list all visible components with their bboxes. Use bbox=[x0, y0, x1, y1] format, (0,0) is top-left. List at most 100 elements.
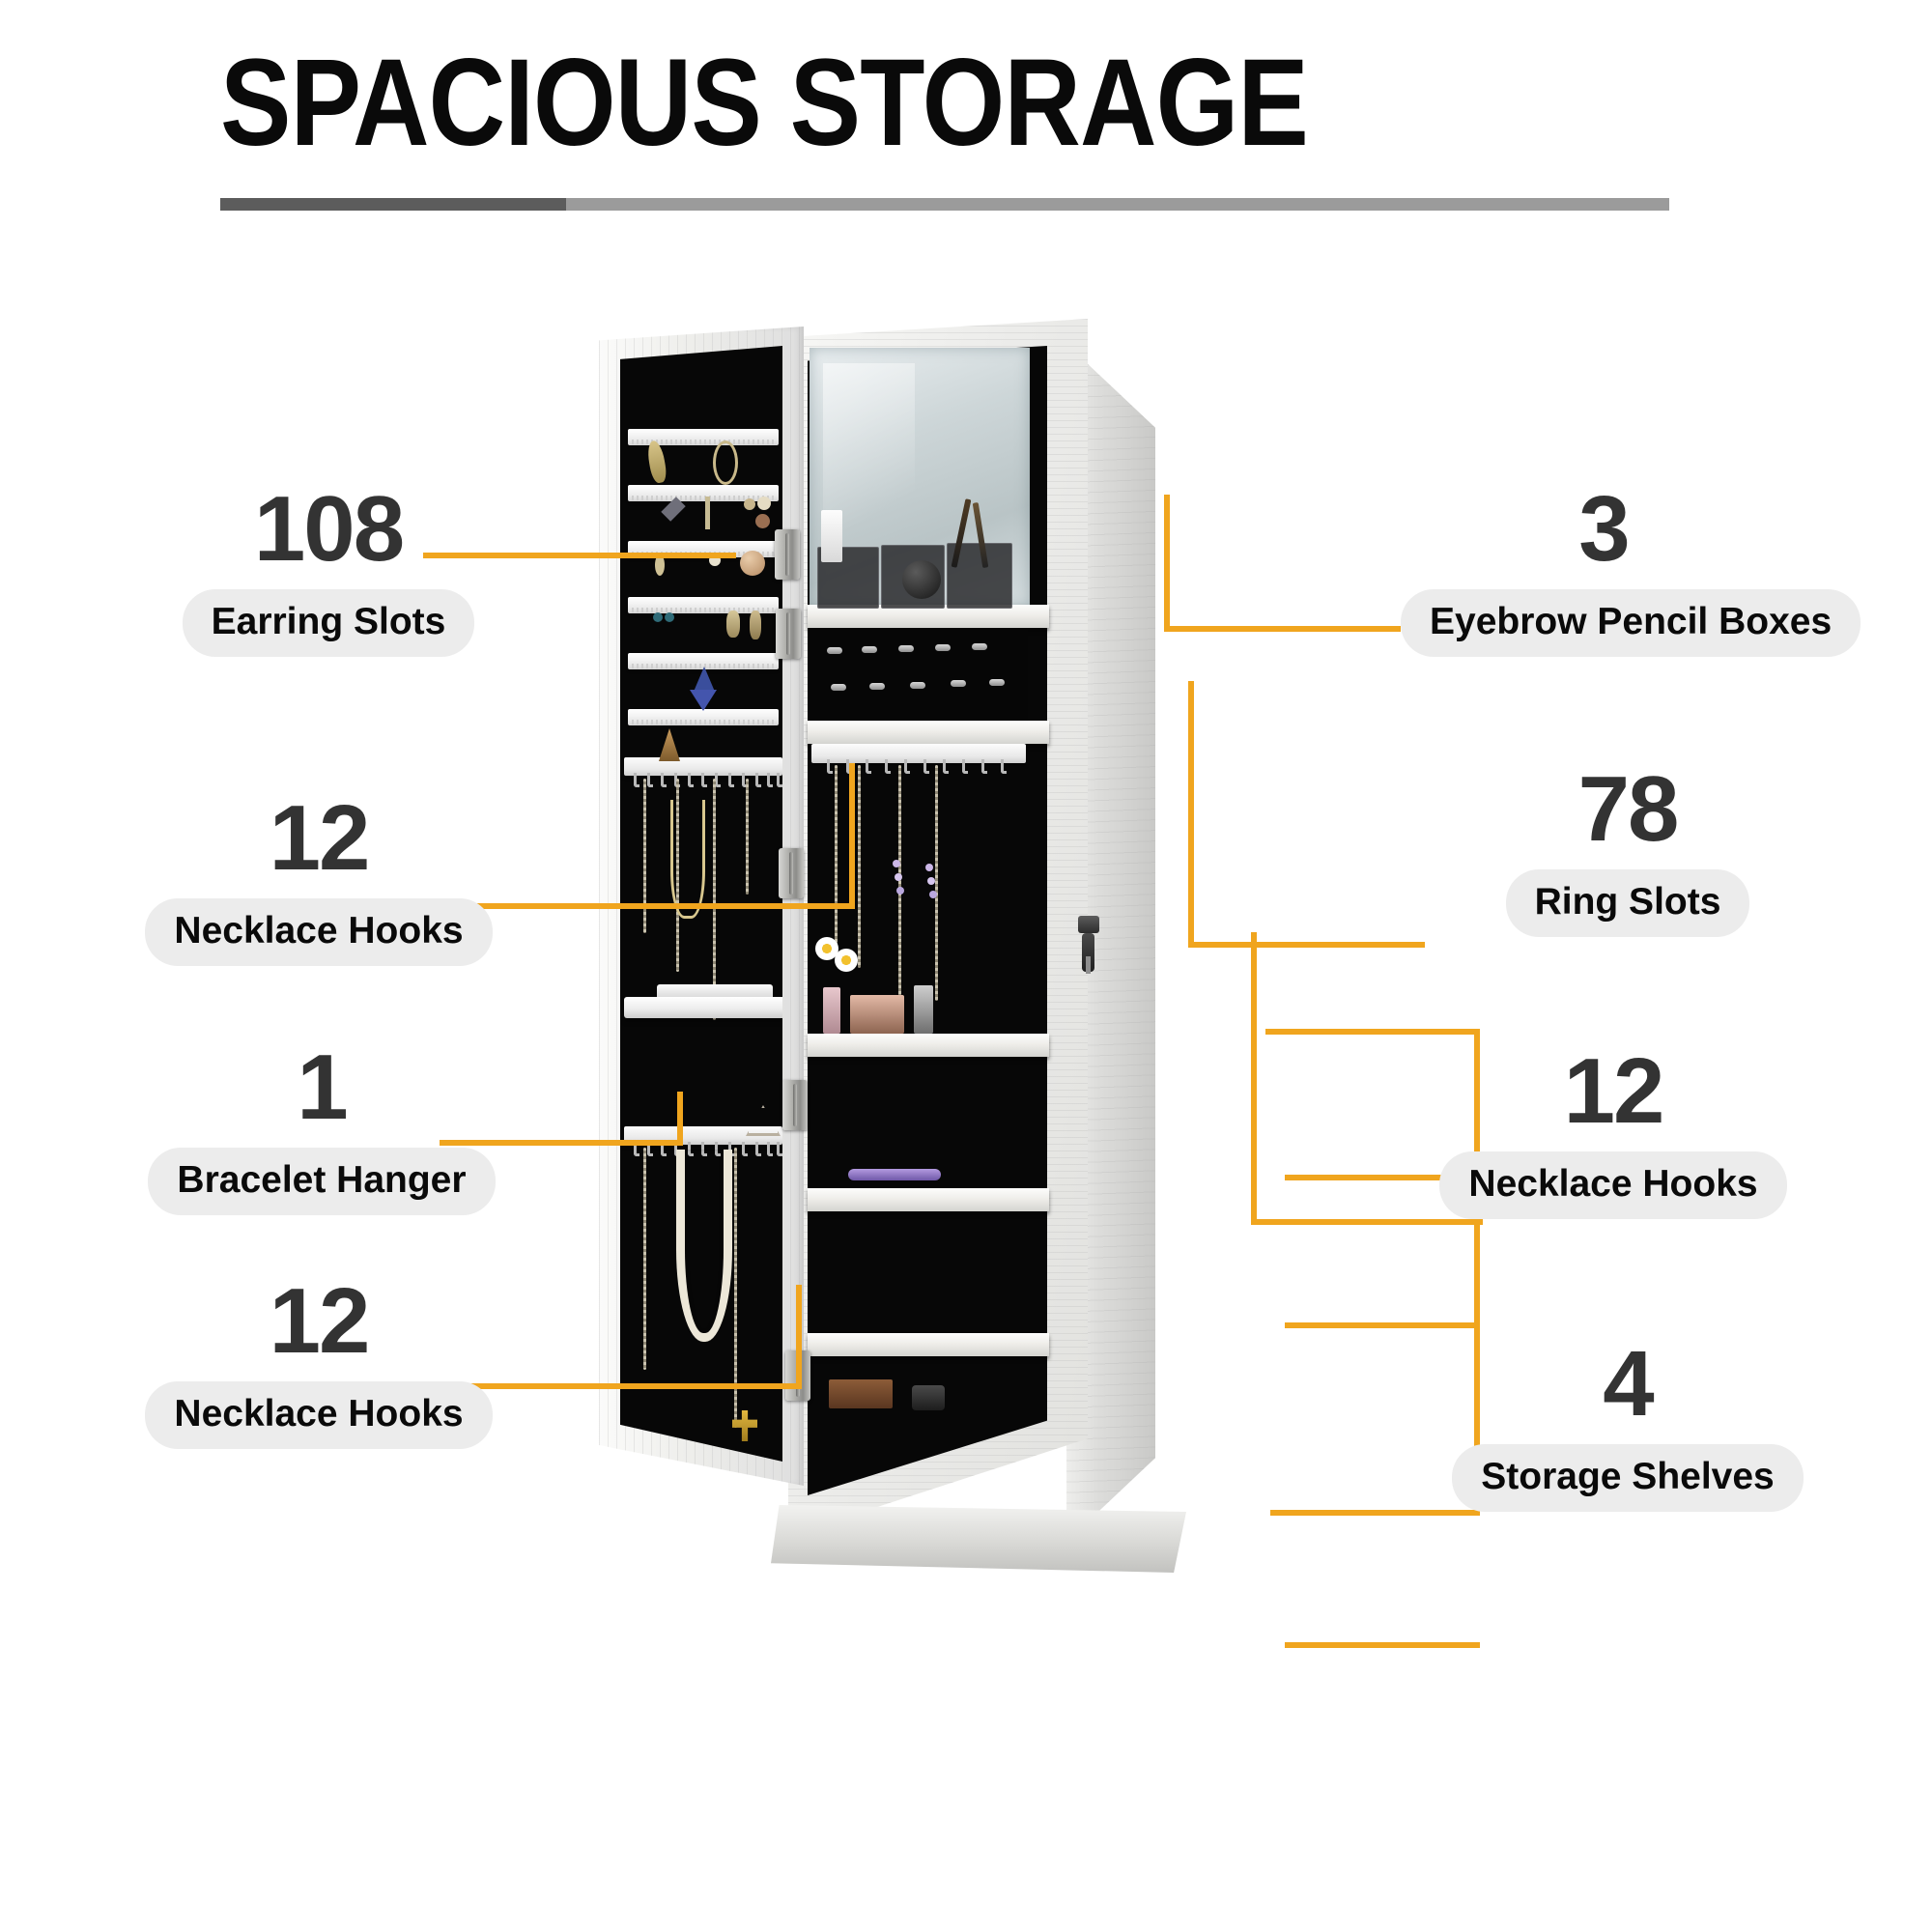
lipstick-tube bbox=[823, 987, 840, 1034]
callout-necklace-hooks-right: 12 Necklace Hooks bbox=[1410, 1045, 1816, 1219]
pearl-necklace bbox=[676, 1150, 732, 1342]
callout-necklace-hooks-upper: 12 Necklace Hooks bbox=[116, 792, 522, 966]
pendant-triangle bbox=[659, 728, 680, 761]
hinge-middle bbox=[779, 848, 804, 898]
callout-number-storage-shelves: 4 bbox=[1603, 1332, 1654, 1435]
door-necklace-6 bbox=[734, 1148, 737, 1428]
callout-number-ring-slots: 78 bbox=[1577, 757, 1680, 861]
necklace-hook-bar-interior bbox=[811, 744, 1026, 774]
necklace-chain-1 bbox=[835, 765, 838, 945]
earring-slot-bar-2 bbox=[628, 485, 779, 501]
connector-branch-shelf-4 bbox=[1285, 1642, 1480, 1648]
callout-necklace-hooks-lower: 12 Necklace Hooks bbox=[116, 1275, 522, 1449]
callout-label-earring-slots: Earring Slots bbox=[182, 589, 475, 657]
callout-label-ring-slots: Ring Slots bbox=[1505, 869, 1750, 937]
connector-elbow-bracelet-hanger bbox=[677, 1092, 683, 1146]
callout-ring-slots: 78 Ring Slots bbox=[1425, 763, 1831, 937]
connector-elbow-eyebrow-pencil-boxes bbox=[1164, 495, 1170, 632]
earring-14 bbox=[750, 611, 761, 639]
small-jar bbox=[912, 1385, 945, 1410]
callout-earring-slots: 108 Earring Slots bbox=[135, 483, 522, 657]
necklace-hook-bar-upper bbox=[624, 757, 782, 787]
callout-number-necklace-hooks-right: 12 bbox=[1563, 1039, 1665, 1143]
callout-label-necklace-hooks-right: Necklace Hooks bbox=[1439, 1151, 1787, 1219]
callout-label-necklace-hooks-lower: Necklace Hooks bbox=[145, 1381, 493, 1449]
pen-item bbox=[848, 1169, 941, 1180]
earring-8 bbox=[655, 554, 665, 576]
earring-5 bbox=[744, 498, 755, 510]
spray-bottle bbox=[914, 985, 933, 1034]
connector-line-bracelet-hanger bbox=[440, 1140, 683, 1146]
door-necklace-4 bbox=[746, 779, 749, 895]
earring-11 bbox=[653, 612, 663, 622]
key-icon bbox=[1082, 933, 1094, 974]
ring-slot-strip bbox=[810, 630, 1028, 721]
door-necklace-loop bbox=[670, 800, 705, 919]
storage-shelf-3 bbox=[808, 1034, 1049, 1057]
connector-elbow-necklace-hooks-right bbox=[1251, 932, 1257, 1225]
eyeshadow-palette bbox=[850, 995, 904, 1034]
connector-branch-shelf-3 bbox=[1285, 1322, 1480, 1328]
connector-line-necklace-hooks-lower bbox=[440, 1383, 802, 1389]
page-title: SPACIOUS STORAGE bbox=[220, 34, 1309, 172]
earring-slot-bar-5 bbox=[628, 653, 779, 669]
callout-storage-shelves: 4 Storage Shelves bbox=[1425, 1338, 1831, 1512]
product-image-jewelry-armoire bbox=[599, 319, 1333, 1826]
rotating-base bbox=[771, 1505, 1186, 1573]
connector-line-earring-slots bbox=[423, 553, 736, 558]
connector-line-ring-slots bbox=[1188, 942, 1425, 948]
earring-4 bbox=[705, 497, 710, 529]
earring-slot-bar-6 bbox=[628, 709, 779, 725]
cosmetic-bottle bbox=[821, 510, 842, 562]
earring-1 bbox=[645, 439, 668, 485]
wooden-box bbox=[829, 1379, 893, 1408]
callout-number-bracelet-hanger: 1 bbox=[297, 1036, 348, 1139]
earring-13 bbox=[726, 611, 740, 638]
storage-shelf-4 bbox=[808, 1188, 1049, 1211]
callout-number-eyebrow-pencil-boxes: 3 bbox=[1578, 477, 1630, 581]
callout-bracelet-hanger: 1 Bracelet Hanger bbox=[124, 1041, 520, 1215]
door-necklace-3 bbox=[713, 779, 716, 1020]
daisy-pendant bbox=[815, 933, 867, 976]
title-underline bbox=[220, 198, 1669, 211]
lock-icon bbox=[1078, 916, 1099, 933]
callout-number-earring-slots: 108 bbox=[253, 477, 405, 581]
connector-elbow-necklace-hooks-lower bbox=[796, 1285, 802, 1389]
connector-branch-shelf-1 bbox=[1265, 1029, 1480, 1035]
earring-7 bbox=[755, 514, 770, 528]
hinge-lower bbox=[782, 1080, 808, 1130]
hinge-upper bbox=[776, 609, 801, 659]
pendant-frame bbox=[746, 1105, 781, 1136]
connector-elbow-storage-shelves bbox=[1474, 1029, 1480, 1516]
callout-number-necklace-hooks-upper: 12 bbox=[269, 786, 371, 890]
cabinet-body bbox=[788, 319, 1088, 1536]
earring-2 bbox=[713, 440, 738, 485]
callout-number-necklace-hooks-lower: 12 bbox=[269, 1269, 371, 1373]
connector-elbow-ring-slots bbox=[1188, 681, 1194, 948]
necklace-chain-4 bbox=[935, 765, 938, 1001]
storage-shelf-5 bbox=[808, 1333, 1049, 1356]
earring-slot-bar-1 bbox=[628, 429, 779, 445]
callout-eyebrow-pencil-boxes: 3 Eyebrow Pencil Boxes bbox=[1401, 477, 1861, 657]
storage-shelf-2 bbox=[808, 721, 1049, 744]
compact-case bbox=[902, 560, 941, 599]
earring-16 bbox=[690, 690, 717, 711]
connector-line-necklace-hooks-right bbox=[1251, 1219, 1483, 1225]
callout-label-eyebrow-pencil-boxes: Eyebrow Pencil Boxes bbox=[1401, 589, 1861, 657]
hinge-top bbox=[775, 529, 800, 580]
callout-label-bracelet-hanger: Bracelet Hanger bbox=[148, 1148, 496, 1215]
connector-line-necklace-hooks-upper bbox=[440, 903, 855, 909]
connector-line-storage-shelves bbox=[1270, 1510, 1478, 1516]
connector-elbow-necklace-hooks-upper bbox=[849, 763, 855, 909]
callout-label-storage-shelves: Storage Shelves bbox=[1452, 1444, 1804, 1512]
earring-10 bbox=[740, 551, 765, 576]
door-necklace-1 bbox=[643, 779, 646, 933]
earring-12 bbox=[665, 612, 674, 622]
callout-label-necklace-hooks-upper: Necklace Hooks bbox=[145, 898, 493, 966]
door-necklace-5 bbox=[643, 1148, 646, 1370]
connector-line-eyebrow-pencil-boxes bbox=[1164, 626, 1401, 632]
bracelet-hanger-bar bbox=[624, 984, 782, 1018]
necklace-chain-2 bbox=[858, 765, 861, 968]
necklace-chain-3 bbox=[898, 765, 901, 1007]
